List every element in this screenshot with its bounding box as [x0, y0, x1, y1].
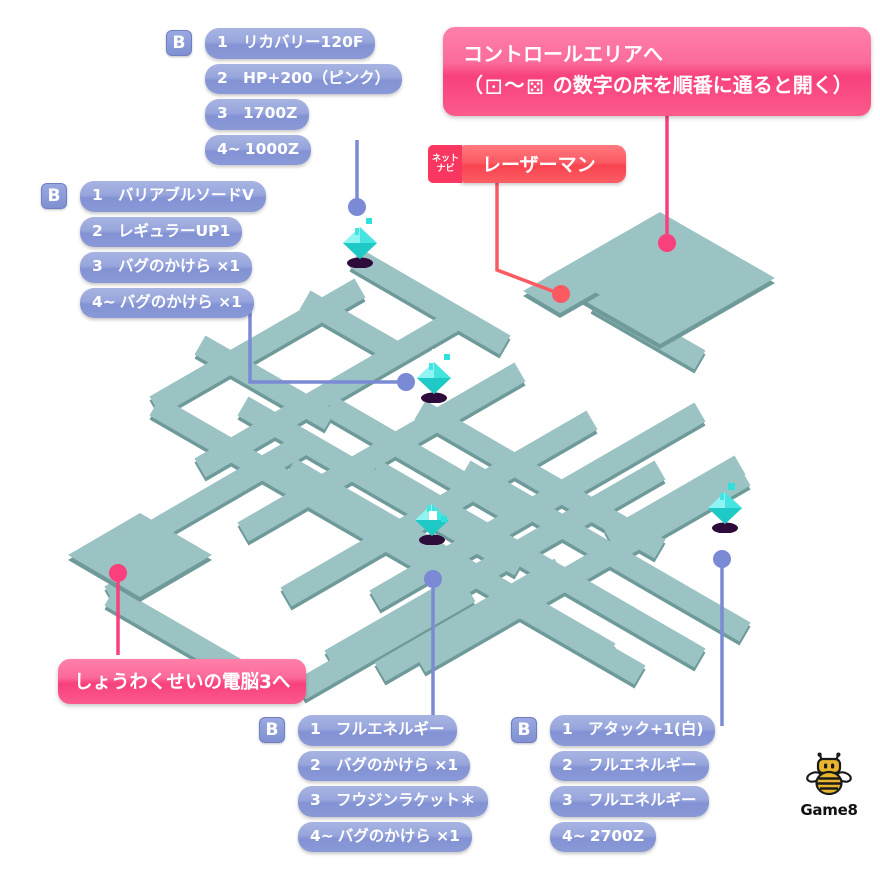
- item-pill[interactable]: 1 フルエネルギー: [298, 715, 457, 746]
- item-number: 2: [92, 221, 103, 240]
- item-number: 4~: [310, 826, 334, 845]
- list-row: 4~バグのかけら ×1: [41, 287, 266, 318]
- game8-wordmark: Game8: [800, 801, 858, 819]
- item-text: バグのかけら ×1: [337, 826, 460, 845]
- item-text: HP+200（ピンク）: [243, 68, 391, 87]
- list-row: 2 レギュラーUP1: [41, 216, 266, 247]
- bee-icon: [806, 752, 852, 796]
- netnavi-badge[interactable]: ネット ナビ レーザーマン: [428, 145, 626, 183]
- list-row: 2 バグのかけら ×1: [259, 750, 488, 781]
- die-one-icon: ⚀: [485, 75, 503, 99]
- list-row: 2 フルエネルギー: [511, 750, 715, 781]
- item-pill[interactable]: 2 HP+200（ピンク）: [205, 63, 403, 94]
- item-text: 1700Z: [243, 104, 298, 122]
- list-row: B 1 フルエネルギー: [259, 715, 488, 746]
- die-five-icon: ⚄: [526, 75, 544, 99]
- item-number: 3: [310, 791, 321, 809]
- callout-line-2-suffix: の数字の床を順番に通ると開く）: [545, 73, 853, 97]
- list-row: 3 フウジンラケット＊: [259, 786, 488, 817]
- control-area-callout[interactable]: コントロールエリアへ （⚀～⚄ の数字の床を順番に通ると開く）: [443, 27, 871, 116]
- netnavi-tag-line2: ナビ: [436, 164, 455, 174]
- item-pill[interactable]: 4~バグのかけら ×1: [80, 287, 254, 318]
- item-number: 1: [562, 720, 573, 738]
- item-number: 2: [217, 68, 228, 87]
- item-text: フルエネルギー: [588, 791, 697, 809]
- netnavi-name: レーザーマン: [456, 145, 626, 183]
- item-pill[interactable]: 1 バリアブルソードV: [80, 181, 266, 212]
- exit-pad: [68, 513, 212, 602]
- netnavi-tag-line1: ネット: [432, 153, 460, 164]
- b-badge-icon: B: [259, 717, 285, 744]
- callout-line-2: （⚀～⚄ の数字の床を順番に通ると開く）: [463, 70, 853, 103]
- tilde: ～: [504, 73, 525, 97]
- mystery-data-gem[interactable]: [337, 222, 383, 268]
- mystery-data-gem[interactable]: [702, 487, 748, 533]
- item-text: 1000Z: [244, 139, 300, 158]
- item-number: 1: [92, 186, 103, 204]
- item-pill[interactable]: 3 フルエネルギー: [550, 786, 709, 817]
- item-number: 3: [562, 791, 573, 809]
- item-pill[interactable]: 2 バグのかけら ×1: [298, 750, 471, 781]
- item-pill[interactable]: 4~バグのかけら ×1: [298, 821, 472, 852]
- item-text: フルエネルギー: [588, 755, 697, 774]
- list-row: 4~1000Z: [166, 134, 402, 165]
- mystery-data-gem[interactable]: [411, 357, 457, 403]
- item-pill[interactable]: 2 レギュラーUP1: [80, 216, 243, 247]
- item-text: バグのかけら ×1: [119, 292, 242, 311]
- item-number: 1: [310, 720, 321, 738]
- item-number: 2: [310, 755, 321, 774]
- item-pill[interactable]: 1 リカバリー120F: [205, 28, 376, 59]
- item-number: 4~: [562, 826, 586, 845]
- item-pill[interactable]: 1 アタック+1(白): [550, 715, 716, 746]
- list-row: B 1 バリアブルソードV: [41, 181, 266, 212]
- control-area-platform: [545, 212, 775, 349]
- game8-logo: Game8: [793, 752, 865, 824]
- item-number: 1: [217, 33, 228, 51]
- item-text: リカバリー120F: [243, 33, 364, 51]
- item-list-bottom-right: B 1 アタック+1(白) 2 フルエネルギー 3 フルエネルギー 4~2700Z: [511, 715, 716, 852]
- item-pill[interactable]: 3 1700Z: [205, 99, 310, 130]
- list-row: 2 HP+200（ピンク）: [166, 63, 403, 94]
- item-text: レギュラーUP1: [118, 221, 231, 240]
- item-text: フウジンラケット＊: [336, 791, 476, 809]
- item-pill[interactable]: 4~1000Z: [205, 134, 312, 165]
- list-row: 4~バグのかけら ×1: [259, 821, 488, 852]
- item-number: 3: [217, 104, 228, 122]
- item-text: 2700Z: [589, 826, 645, 845]
- item-number: 2: [562, 755, 573, 774]
- item-number: 4~: [92, 292, 116, 311]
- item-pill[interactable]: 2 フルエネルギー: [550, 750, 709, 781]
- list-row: 3 1700Z: [166, 99, 402, 130]
- callout-line-1: コントロールエリアへ: [463, 42, 663, 66]
- item-list-top: B 1 リカバリー120F 2 HP+200（ピンク） 3 1700Z 4~1000Z: [166, 28, 403, 165]
- item-number: 3: [92, 257, 103, 275]
- list-row: 4~2700Z: [511, 821, 715, 852]
- list-row: 3 フルエネルギー: [511, 786, 715, 817]
- b-badge-icon: B: [41, 183, 67, 210]
- item-text: バグのかけら ×1: [336, 755, 459, 774]
- exit-callout[interactable]: しょうわくせいの電脳3へ: [58, 659, 307, 704]
- item-list-left: B 1 バリアブルソードV 2 レギュラーUP1 3 バグのかけら ×1 4~バグのか…: [41, 181, 266, 318]
- list-row: 3 バグのかけら ×1: [41, 252, 266, 283]
- b-badge-icon: B: [166, 30, 192, 57]
- item-pill[interactable]: 3 フウジンラケット＊: [298, 786, 488, 817]
- item-pill[interactable]: 4~2700Z: [550, 821, 657, 852]
- item-number: 4~: [217, 139, 241, 158]
- paren-open: （: [463, 73, 483, 97]
- item-pill[interactable]: 3 バグのかけら ×1: [80, 252, 253, 283]
- item-text: バリアブルソードV: [118, 186, 254, 204]
- list-row: B 1 アタック+1(白): [511, 715, 716, 746]
- b-badge-icon: B: [511, 717, 537, 744]
- item-text: アタック+1(白): [588, 720, 704, 738]
- item-text: フルエネルギー: [336, 720, 445, 738]
- list-row: B 1 リカバリー120F: [166, 28, 402, 59]
- item-text: バグのかけら ×1: [118, 257, 241, 275]
- netnavi-tag-icon: ネット ナビ: [428, 145, 463, 183]
